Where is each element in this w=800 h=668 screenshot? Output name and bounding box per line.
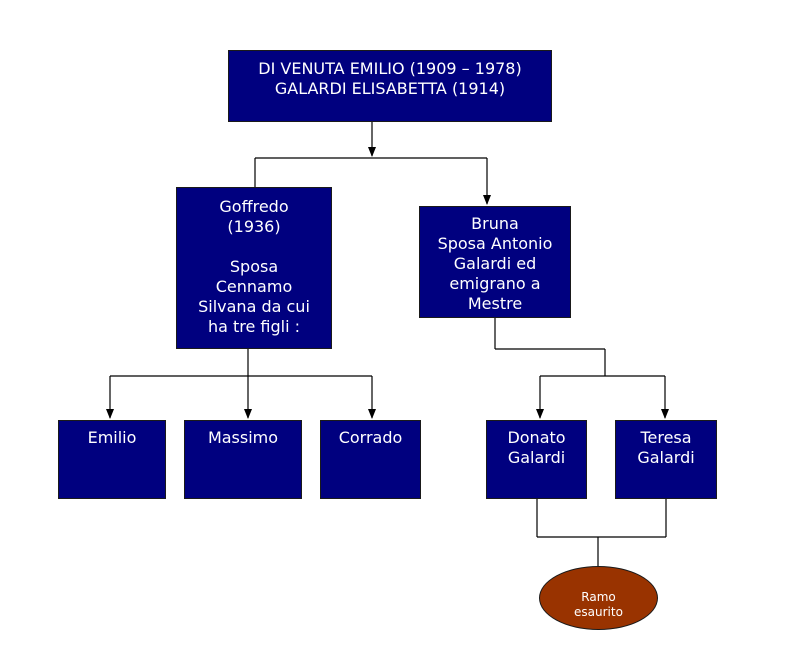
goffredo-node: Goffredo (1936) Sposa Cennamo Silvana da… [176, 187, 332, 349]
corrado-node: Corrado [320, 420, 421, 499]
ramo-esaurito-terminal: Ramo esaurito [539, 566, 658, 630]
emilio-node: Emilio [58, 420, 166, 499]
donato-galardi-node: Donato Galardi [486, 420, 587, 499]
bruna-node: Bruna Sposa Antonio Galardi ed emigrano … [419, 206, 571, 318]
teresa-galardi-node: Teresa Galardi [615, 420, 717, 499]
root-couple-node: DI VENUTA EMILIO (1909 – 1978) GALARDI E… [228, 50, 552, 122]
massimo-node: Massimo [184, 420, 302, 499]
